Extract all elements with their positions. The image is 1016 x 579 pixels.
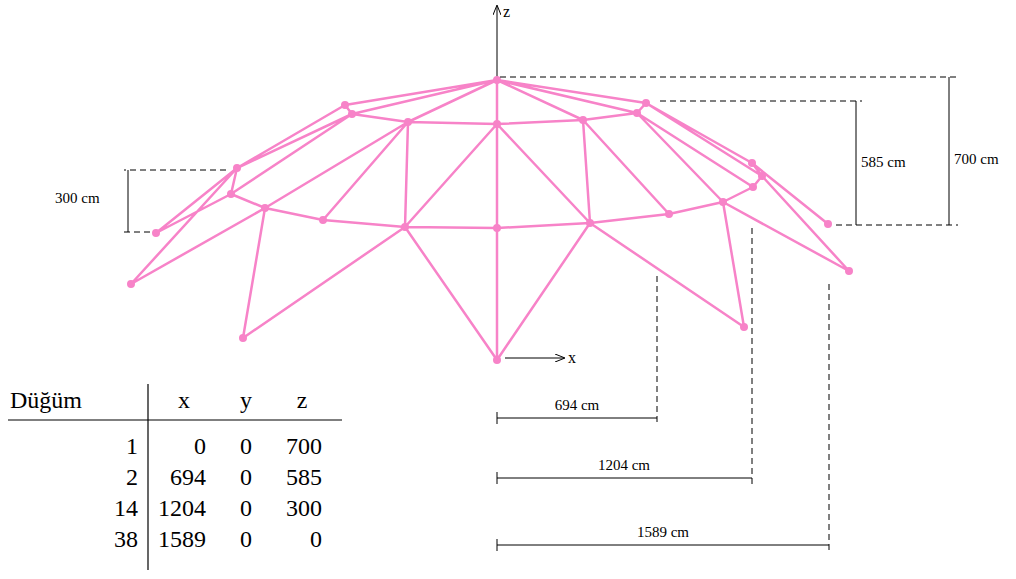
table-cell: 1 bbox=[126, 433, 138, 461]
dome-members bbox=[131, 80, 849, 360]
x-axis bbox=[505, 358, 564, 359]
dimension-label: 300 cm bbox=[55, 190, 100, 207]
table-cell: 585 bbox=[286, 464, 322, 492]
table-cell: 0 bbox=[240, 464, 252, 492]
table-cell: 1589 bbox=[158, 526, 206, 554]
dimension-label: 694 cm bbox=[555, 397, 600, 414]
table-cell: 0 bbox=[240, 433, 252, 461]
dome-joints bbox=[131, 80, 849, 360]
axis-label: x bbox=[568, 349, 576, 367]
z-axis bbox=[497, 6, 498, 80]
table-cell: 0 bbox=[240, 526, 252, 554]
table-cell: 0 bbox=[194, 433, 206, 461]
table-cell: 38 bbox=[114, 526, 138, 554]
dimension-lines bbox=[124, 77, 958, 552]
table-header: y bbox=[240, 387, 252, 415]
table-cell: 694 bbox=[170, 464, 206, 492]
table-header: x bbox=[178, 387, 190, 415]
dimension-label: 1589 cm bbox=[637, 524, 689, 541]
table-rules bbox=[8, 384, 342, 570]
table-header: z bbox=[297, 387, 308, 415]
table-cell: 0 bbox=[240, 495, 252, 523]
table-cell: 2 bbox=[126, 464, 138, 492]
table-cell: 0 bbox=[310, 526, 322, 554]
dimension-label: 1204 cm bbox=[598, 457, 650, 474]
table-cell: 300 bbox=[286, 495, 322, 523]
table-cell: 700 bbox=[286, 433, 322, 461]
dimension-label: 700 cm bbox=[954, 151, 999, 168]
axis-label: z bbox=[503, 3, 510, 21]
table-header: Düğüm bbox=[10, 387, 82, 415]
dimension-label: 585 cm bbox=[861, 154, 906, 171]
table-cell: 14 bbox=[114, 495, 138, 523]
table-cell: 1204 bbox=[158, 495, 206, 523]
